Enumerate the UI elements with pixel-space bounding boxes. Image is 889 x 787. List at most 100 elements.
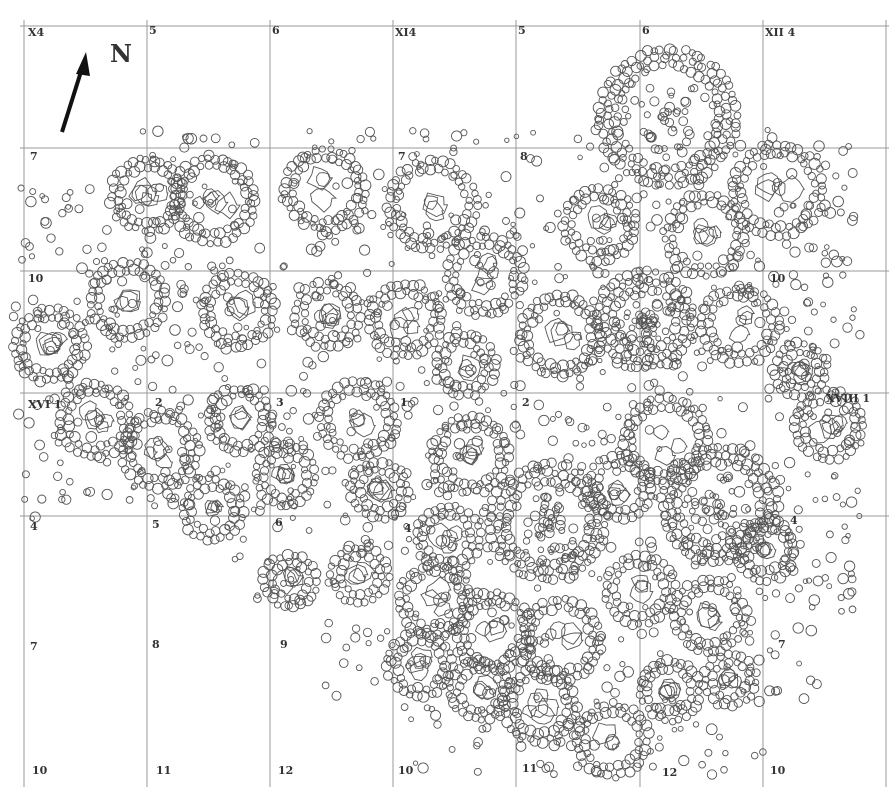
dwelling-cell [547,574,559,585]
north-label: N [110,39,132,68]
dwelling-cell [795,525,803,533]
dwelling-cell [670,657,680,667]
grid-label: 5 [152,518,160,531]
dwelling-cell [10,301,21,312]
dwelling-cell [745,666,755,677]
dwelling-cell [671,220,681,229]
dwelling-cell [484,598,493,607]
dwelling-cell [771,461,779,470]
dwelling-cell [728,488,736,495]
dwelling-cell [73,395,82,405]
dwelling-cell [517,261,530,274]
dwelling-cell [672,60,684,72]
dwelling-cell [725,263,734,273]
dwelling-cell [293,299,301,307]
dwelling-cell [124,468,137,481]
dwelling-cell [458,248,470,260]
dwelling-cell [453,238,465,251]
dwelling-cell [406,342,417,353]
dwelling-cell [722,694,732,704]
dwelling-cell [126,430,138,442]
dwelling-cell [534,315,544,324]
dwelling-cell [593,698,600,705]
dwelling-cell [459,478,470,490]
dwelling-cell [511,658,519,666]
dwelling-cell [448,697,460,709]
dwelling-cell [288,209,300,221]
dwelling-cell [169,324,181,336]
dwelling-cell [485,191,492,199]
dwelling-cell [524,724,537,737]
dwelling-cell [493,307,504,318]
dwelling-cell [680,526,691,537]
dwelling-cell [432,321,445,334]
dwelling-cell [670,277,681,288]
dwelling-cell [301,466,309,474]
dwelling-cell [708,513,720,525]
dwelling-cell [222,292,233,303]
dwelling-cell [324,618,333,628]
dwelling-cell [422,227,435,240]
dwelling-cell [439,631,450,641]
dwelling-cell [585,255,595,266]
dwelling-cell [407,400,416,408]
dwelling-cell [693,179,705,191]
dwelling-room [481,685,495,699]
dwelling-cell [430,709,442,721]
dwelling-cell [566,359,576,369]
dwelling-cell [812,496,819,503]
dwelling-cell [299,328,308,337]
dwelling-cell [582,623,594,635]
dwelling-cell [266,455,276,465]
dwelling-cell [94,292,106,304]
dwelling-cell [789,202,796,209]
dwelling-cell [751,345,759,354]
dwelling-cell [708,304,718,314]
dwelling-cell [614,331,625,342]
dwelling-cell [533,464,542,474]
dwelling-cell [350,498,360,508]
dwelling-cell [447,483,456,492]
dwelling-cell [327,145,335,153]
dwelling-cell [462,520,473,530]
dwelling-cell [763,486,773,496]
dwelling-cell [471,189,479,198]
dwelling-cell [34,439,45,451]
dwelling-cell [685,66,697,78]
dwelling-cell [567,220,576,229]
dwelling-cell [342,512,349,519]
dwelling-cell [652,268,660,276]
dwelling-cell [493,445,504,456]
dwelling-cell [254,401,266,412]
dwelling-cell [592,267,604,279]
dwelling-cell [707,670,718,682]
dwelling-room [464,447,479,460]
dwelling-cell [200,228,211,239]
dwelling-room [390,316,410,340]
dwelling-cell [381,202,392,213]
dwelling-cell [414,301,423,310]
dwelling-cell [344,153,356,165]
dwelling-cell [612,79,624,91]
dwelling-cell [469,254,481,267]
dwelling-cell [555,557,564,565]
dwelling-cell [726,581,734,588]
dwelling-cell [603,111,612,121]
dwelling-cell [603,512,611,520]
dwelling-cell [465,196,473,205]
dwelling-cell [594,621,603,630]
dwelling-cell [736,193,748,204]
dwelling-cell [631,209,640,218]
dwelling-cell [742,166,752,176]
dwelling-cell [723,658,734,668]
dwelling-cell [514,207,526,219]
dwelling-room [349,409,366,427]
dwelling-cell [606,237,613,243]
dwelling-cell [753,654,765,666]
dwelling-cell [833,428,842,437]
dwelling-cell [299,283,311,295]
dwelling-cell [804,471,811,478]
dwelling-room [721,671,739,689]
dwelling-cell [210,465,221,476]
dwelling-cell [678,458,686,465]
